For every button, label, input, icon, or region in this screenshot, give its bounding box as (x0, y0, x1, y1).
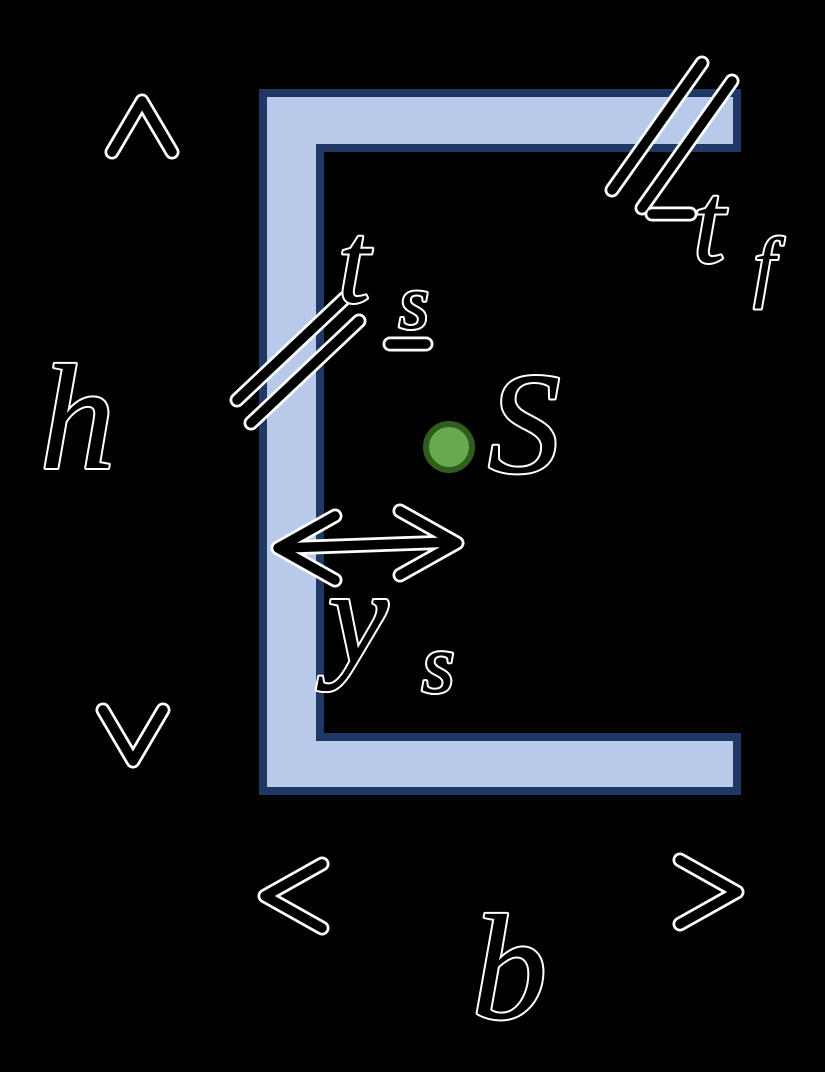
web-thickness-tick-2 (246, 316, 364, 428)
width-label-text: b (472, 885, 547, 1051)
dimension-marks (98, 58, 742, 933)
width-label: b (472, 885, 547, 1051)
offset-arrow-right-icon (395, 506, 462, 580)
centroid-dot-outline (423, 421, 475, 473)
web-thickness-tick-1 (232, 293, 350, 405)
web-thickness-label: t s (338, 200, 429, 345)
offset-arrow-left-icon (273, 511, 340, 585)
centroid-label-text: S (488, 344, 561, 504)
flange-thickness-base: t (693, 160, 728, 287)
width-arrow-left-icon (260, 859, 327, 933)
offset-dimension-line (278, 537, 457, 553)
height-label-text: h (40, 335, 115, 501)
flange-thickness-tick-2 (637, 76, 737, 213)
width-arrow-right-icon (675, 855, 742, 929)
height-arrow-down-icon (98, 705, 168, 766)
height-label: h (40, 335, 115, 501)
offset-sub: s (422, 617, 455, 711)
flange-thickness-tick-1 (607, 58, 707, 195)
height-arrow-up-icon (107, 96, 177, 157)
centroid-label: S (488, 344, 561, 504)
centroid-dot (426, 424, 472, 470)
channel-profile-shape (263, 93, 737, 791)
web-thickness-base: t (338, 200, 373, 327)
channel-profile-outline (259, 89, 741, 795)
web-thickness-sub: s (399, 258, 429, 345)
